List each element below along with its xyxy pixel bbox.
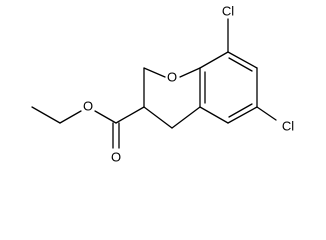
- bond-ester-o-ch2: [59, 110, 82, 124]
- bond-c5-c4a: [199, 106, 229, 124]
- bond-c8-c7: [227, 51, 258, 69]
- bond-ch2-ch3: [31, 106, 61, 124]
- bond-carbonyl-ester-o: [94, 110, 117, 124]
- carbonyl-oxygen-label: O: [111, 149, 121, 164]
- bond-c8a-c8: [199, 51, 229, 69]
- chlorine-6-label: Cl: [282, 118, 294, 133]
- ring-oxygen-label: O: [167, 69, 177, 84]
- bond-c3-c4: [143, 106, 173, 129]
- bond-o1-c8a: [179, 67, 201, 78]
- bond-c8-c7-inner: [228, 57, 253, 72]
- molecule-canvas: O O O Cl Cl: [31, 3, 294, 164]
- chemical-structure: O O O Cl Cl: [31, 3, 294, 164]
- bond-c6-c5: [227, 106, 258, 124]
- bond-c6-cl: [256, 106, 277, 121]
- chlorine-8-label: Cl: [222, 3, 234, 18]
- bond-c6-c5-inner: [228, 103, 253, 118]
- bond-c2-o1: [143, 67, 166, 78]
- bond-c4-c4a: [171, 106, 201, 129]
- ester-oxygen-label: O: [83, 98, 93, 113]
- bond-c3-carbonyl: [115, 106, 145, 124]
